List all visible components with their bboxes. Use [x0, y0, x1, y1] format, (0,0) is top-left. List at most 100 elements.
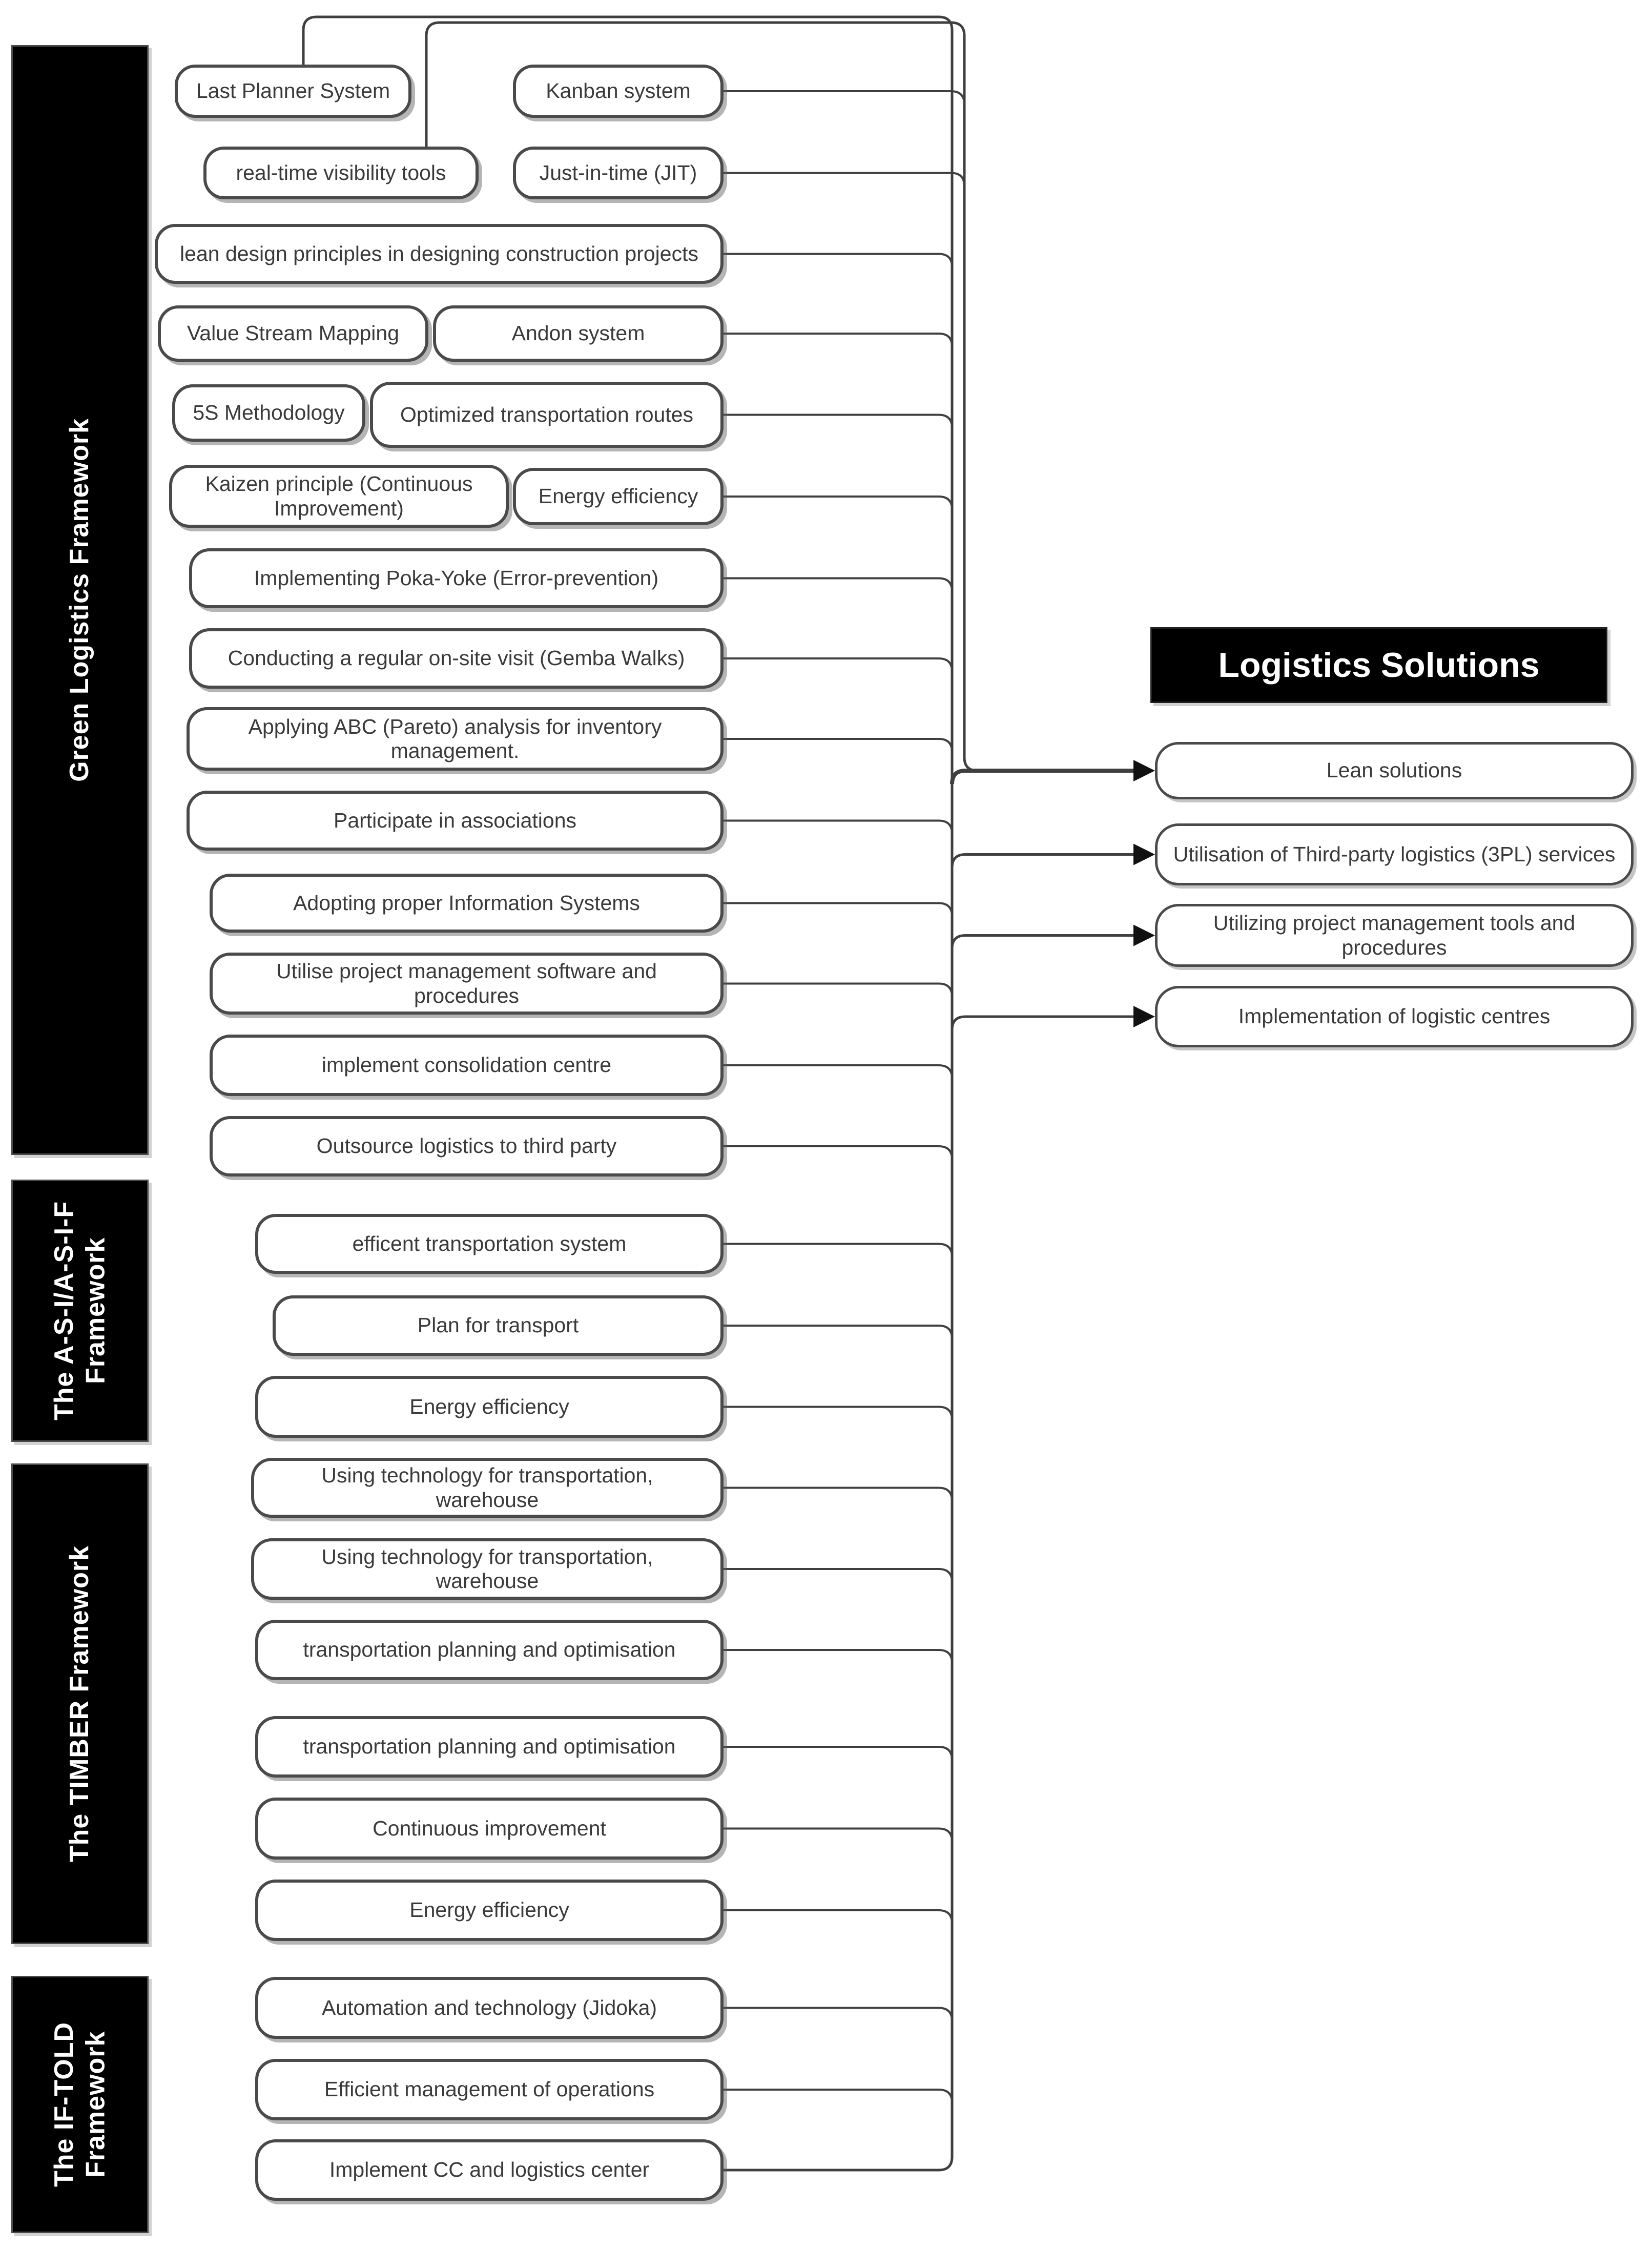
practice-node-label: Applying ABC (Pareto) analysis for inven…: [248, 714, 662, 762]
practice-node-label: Using technology for transportation, war…: [321, 1463, 653, 1512]
connector-path: [724, 902, 953, 917]
connector-path: [724, 90, 965, 105]
arrowhead-icon: [1133, 1006, 1155, 1027]
solution-node-label: Lean solutions: [1326, 758, 1462, 782]
practice-node-label: Optimized transportation routes: [400, 402, 693, 426]
practice-node-label: Energy efficiency: [409, 1898, 569, 1922]
practice-node: Adopting proper Information Systems: [210, 874, 724, 933]
practice-node-label: lean design principles in designing cons…: [180, 241, 698, 265]
solution-node-label: Utilisation of Third-party logistics (3P…: [1173, 842, 1616, 866]
connector-path: [724, 577, 953, 592]
practice-node: Energy efficiency: [255, 1376, 724, 1438]
solution-node: Utilizing project management tools and p…: [1155, 904, 1634, 967]
connector-path: [951, 853, 1135, 868]
connector-path: [724, 1487, 953, 1501]
practice-node-label: Kaizen principle (Continuous Improvement…: [205, 472, 473, 520]
solutions-header: Logistics Solutions: [1150, 627, 1607, 703]
connector-path: [724, 1827, 953, 1842]
practice-node-label: Kanban system: [546, 79, 691, 103]
framework-bar-label: Green Logistics Framework: [65, 418, 95, 782]
practice-node: 5S Methodology: [172, 384, 365, 442]
practice-node-label: Energy efficiency: [538, 484, 698, 508]
practice-node: Value Stream Mapping: [158, 305, 428, 362]
solutions-header-label: Logistics Solutions: [1218, 646, 1540, 685]
practice-node: Implementing Poka-Yoke (Error-prevention…: [189, 548, 724, 608]
framework-bar-label: The IF-TOLD Framework: [49, 2022, 110, 2187]
practice-node: efficent transportation system: [255, 1214, 724, 1274]
practice-node-label: real-time visibility tools: [236, 160, 446, 184]
practice-node: Implement CC and logistics center: [255, 2139, 724, 2201]
solution-node: Implementation of logistic centres: [1155, 986, 1634, 1047]
practice-node-label: Using technology for transportation, war…: [321, 1544, 653, 1593]
solution-node-label: Utilizing project management tools and p…: [1213, 911, 1576, 959]
practice-node: Outsource logistics to third party: [210, 1116, 724, 1176]
practice-node: Participate in associations: [187, 791, 724, 851]
connector-path: [724, 1145, 953, 1160]
practice-node: Using technology for transportation, war…: [251, 1458, 724, 1518]
practice-node: Energy efficiency: [513, 468, 724, 525]
practice-node-label: Last Planner System: [196, 79, 390, 103]
connector-path: [724, 2007, 953, 2021]
connector-path: [951, 1015, 1135, 1030]
practice-node: Automation and technology (Jidoka): [255, 1977, 724, 2039]
practice-node: Plan for transport: [273, 1295, 724, 1356]
practice-node: Optimized transportation routes: [370, 382, 724, 448]
practice-node: Utilise project management software and …: [210, 953, 724, 1015]
practice-node-label: Energy efficiency: [409, 1394, 569, 1418]
practice-node-label: Just-in-time (JIT): [539, 160, 697, 184]
practice-node-label: Implementing Poka-Yoke (Error-prevention…: [254, 566, 659, 590]
practice-node: real-time visibility tools: [203, 147, 479, 199]
practice-node-label: transportation planning and optimisation: [303, 1735, 676, 1759]
connector-path: [724, 1243, 953, 1257]
practice-node: Using technology for transportation, war…: [251, 1538, 724, 1600]
practice-node-label: transportation planning and optimisation: [303, 1638, 676, 1662]
connector-path: [724, 982, 953, 997]
connector-path: [724, 496, 953, 510]
connector-path: [951, 934, 1135, 949]
connector-path: [724, 657, 953, 672]
framework-bar-label: The TIMBER Framework: [65, 1545, 95, 1863]
practice-node-label: Plan for transport: [417, 1313, 579, 1337]
framework-bar-label: The A-S-I/A-S-I-F Framework: [49, 1201, 110, 1421]
practice-node-label: Participate in associations: [333, 808, 577, 832]
connector-path: [724, 738, 953, 753]
practice-node: Conducting a regular on-site visit (Gemb…: [189, 628, 724, 689]
connector-path: [724, 333, 953, 347]
practice-node: transportation planning and optimisation: [255, 1716, 724, 1778]
connector-path: [724, 1064, 953, 1079]
practice-node: lean design principles in designing cons…: [155, 224, 724, 284]
framework-bar: Green Logistics Framework: [11, 45, 149, 1155]
solution-node: Utilisation of Third-party logistics (3P…: [1155, 823, 1634, 885]
connector-path: [724, 1568, 953, 1583]
practice-node-label: Adopting proper Information Systems: [293, 891, 640, 915]
practice-node-label: Conducting a regular on-site visit (Gemb…: [228, 646, 685, 670]
connector-path: [724, 1746, 953, 1761]
practice-node-label: Utilise project management software and …: [276, 959, 657, 1007]
arrowhead-icon: [1133, 760, 1155, 781]
practice-node: Efficient management of operations: [255, 2059, 724, 2120]
practice-node: implement consolidation centre: [210, 1035, 724, 1096]
connector-path: [724, 172, 965, 187]
practice-node: Energy efficiency: [255, 1880, 724, 1941]
framework-bar: The A-S-I/A-S-I-F Framework: [11, 1180, 149, 1442]
practice-node-label: Efficient management of operations: [324, 2077, 655, 2101]
practice-node-label: Automation and technology (Jidoka): [321, 1995, 657, 2019]
practice-node-label: efficent transportation system: [352, 1231, 627, 1255]
practice-node: Last Planner System: [175, 65, 411, 118]
practice-node-label: Implement CC and logistics center: [329, 2158, 650, 2182]
practice-node-label: implement consolidation centre: [321, 1053, 612, 1077]
practice-node: Applying ABC (Pareto) analysis for inven…: [187, 707, 724, 771]
connector-path: [724, 1406, 953, 1420]
connector-path: [724, 414, 953, 428]
connector-path: [724, 2089, 953, 2103]
framework-bar: The IF-TOLD Framework: [11, 1976, 149, 2233]
connector-path: [724, 1649, 953, 1664]
connector-path: [724, 1909, 953, 1924]
connector-path: [724, 819, 953, 834]
practice-node-label: Andon system: [511, 321, 645, 345]
practice-node-label: 5S Methodology: [193, 401, 345, 425]
practice-node-label: Value Stream Mapping: [187, 321, 400, 345]
practice-node: Kaizen principle (Continuous Improvement…: [169, 465, 509, 528]
arrowhead-icon: [1133, 924, 1155, 946]
